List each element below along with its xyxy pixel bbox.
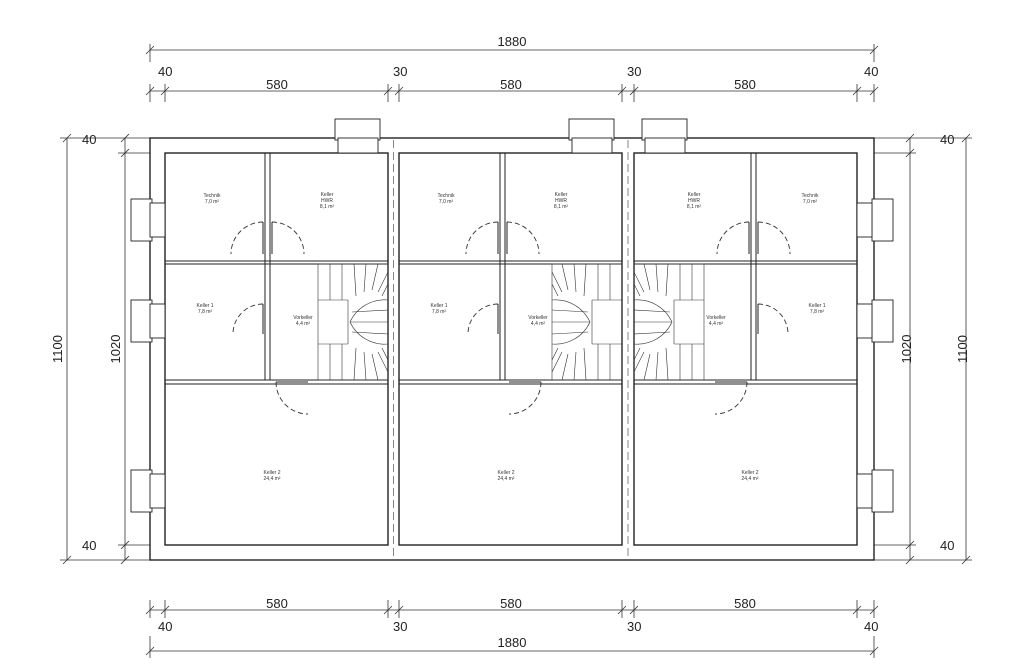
dim-bottom-seg-4: 580 [500, 596, 522, 611]
dim-left-inner: 1020 [108, 335, 123, 364]
dimension-left: 1100 1020 40 40 [50, 132, 150, 565]
dim-bottom-seg-7: 40 [864, 619, 878, 634]
window [568, 118, 615, 141]
staircase [317, 263, 389, 381]
window [871, 469, 894, 513]
room-name: Keller 1 [197, 303, 214, 309]
dim-right-bottom: 40 [940, 538, 954, 553]
room-area: 24,4 m² [264, 476, 281, 482]
dim-left-bottom: 40 [82, 538, 96, 553]
room-area: 7,8 m² [432, 309, 447, 315]
room-area: 4,4 m² [709, 321, 724, 327]
dimension-bottom: 40 580 30 580 30 580 40 1880 [145, 596, 878, 658]
room-name: Technik [802, 193, 819, 199]
staircase [633, 263, 705, 381]
room-name: Keller [688, 192, 701, 198]
dim-top-seg-5: 30 [627, 64, 641, 79]
room-name: Vorkeller [706, 315, 726, 321]
window [130, 198, 153, 242]
dim-left-top: 40 [82, 132, 96, 147]
dim-bottom-seg-6: 580 [734, 596, 756, 611]
room-area: 7,8 m² [198, 309, 213, 315]
room-area: 4,4 m² [296, 321, 311, 327]
dim-bottom-seg-3: 30 [393, 619, 407, 634]
room-area: 8,1 m² [320, 204, 335, 210]
room-area: 8,1 m² [687, 204, 702, 210]
room-area: 4,4 m² [531, 321, 546, 327]
room-subname: HWR [321, 198, 333, 204]
room-name: Vorkeller [528, 315, 548, 321]
room-area: 24,4 m² [742, 476, 759, 482]
room-name: Keller 2 [264, 470, 281, 476]
dim-bottom-seg-1: 40 [158, 619, 172, 634]
room-area: 7,8 m² [810, 309, 825, 315]
room-name: Keller 1 [809, 303, 826, 309]
window [334, 118, 381, 141]
room-name: Keller [321, 192, 334, 198]
window [871, 299, 894, 343]
dim-bottom-seg-2: 580 [266, 596, 288, 611]
window [130, 469, 153, 513]
dim-top-seg-2: 580 [266, 77, 288, 92]
room-area: 7,0 m² [205, 199, 220, 205]
room-subname: HWR [555, 198, 567, 204]
dim-top-seg-1: 40 [158, 64, 172, 79]
room-area: 8,1 m² [554, 204, 569, 210]
dim-right-inner: 1020 [899, 335, 914, 364]
staircase [551, 263, 623, 381]
dim-top-seg-7: 40 [864, 64, 878, 79]
room-name: Keller 1 [431, 303, 448, 309]
room-name: Technik [438, 193, 455, 199]
dim-right-top: 40 [940, 132, 954, 147]
dimension-right: 1100 1020 40 40 [874, 132, 972, 565]
room-name: Keller 2 [498, 470, 515, 476]
room-name: Technik [204, 193, 221, 199]
dim-left-total: 1100 [50, 335, 65, 363]
room-name: Vorkeller [293, 315, 313, 321]
room-name: Keller [555, 192, 568, 198]
window [871, 198, 894, 242]
dim-right-total: 1100 [955, 335, 970, 363]
dim-top-seg-6: 580 [734, 77, 756, 92]
unit-2: Technik 7,0 m² Keller HWR 8,1 m² Keller … [399, 118, 623, 482]
building-walls [149, 137, 875, 561]
unit-3: Technik 7,0 m² Keller HWR 8,1 m² Keller … [633, 118, 894, 513]
window [641, 118, 688, 141]
dimension-top: 1880 40 580 30 580 30 580 40 [145, 34, 878, 102]
room-area: 24,4 m² [498, 476, 515, 482]
window [130, 299, 153, 343]
room-area: 7,0 m² [803, 199, 818, 205]
room-area: 7,0 m² [439, 199, 454, 205]
dim-top-seg-3: 30 [393, 64, 407, 79]
dim-bottom-seg-5: 30 [627, 619, 641, 634]
room-subname: HWR [688, 198, 700, 204]
dim-top-total: 1880 [498, 34, 527, 49]
room-name: Keller 2 [742, 470, 759, 476]
unit-1: Technik 7,0 m² Keller HWR 8,1 m² Keller … [130, 118, 389, 513]
dim-bottom-total: 1880 [498, 635, 527, 650]
dim-top-seg-4: 580 [500, 77, 522, 92]
